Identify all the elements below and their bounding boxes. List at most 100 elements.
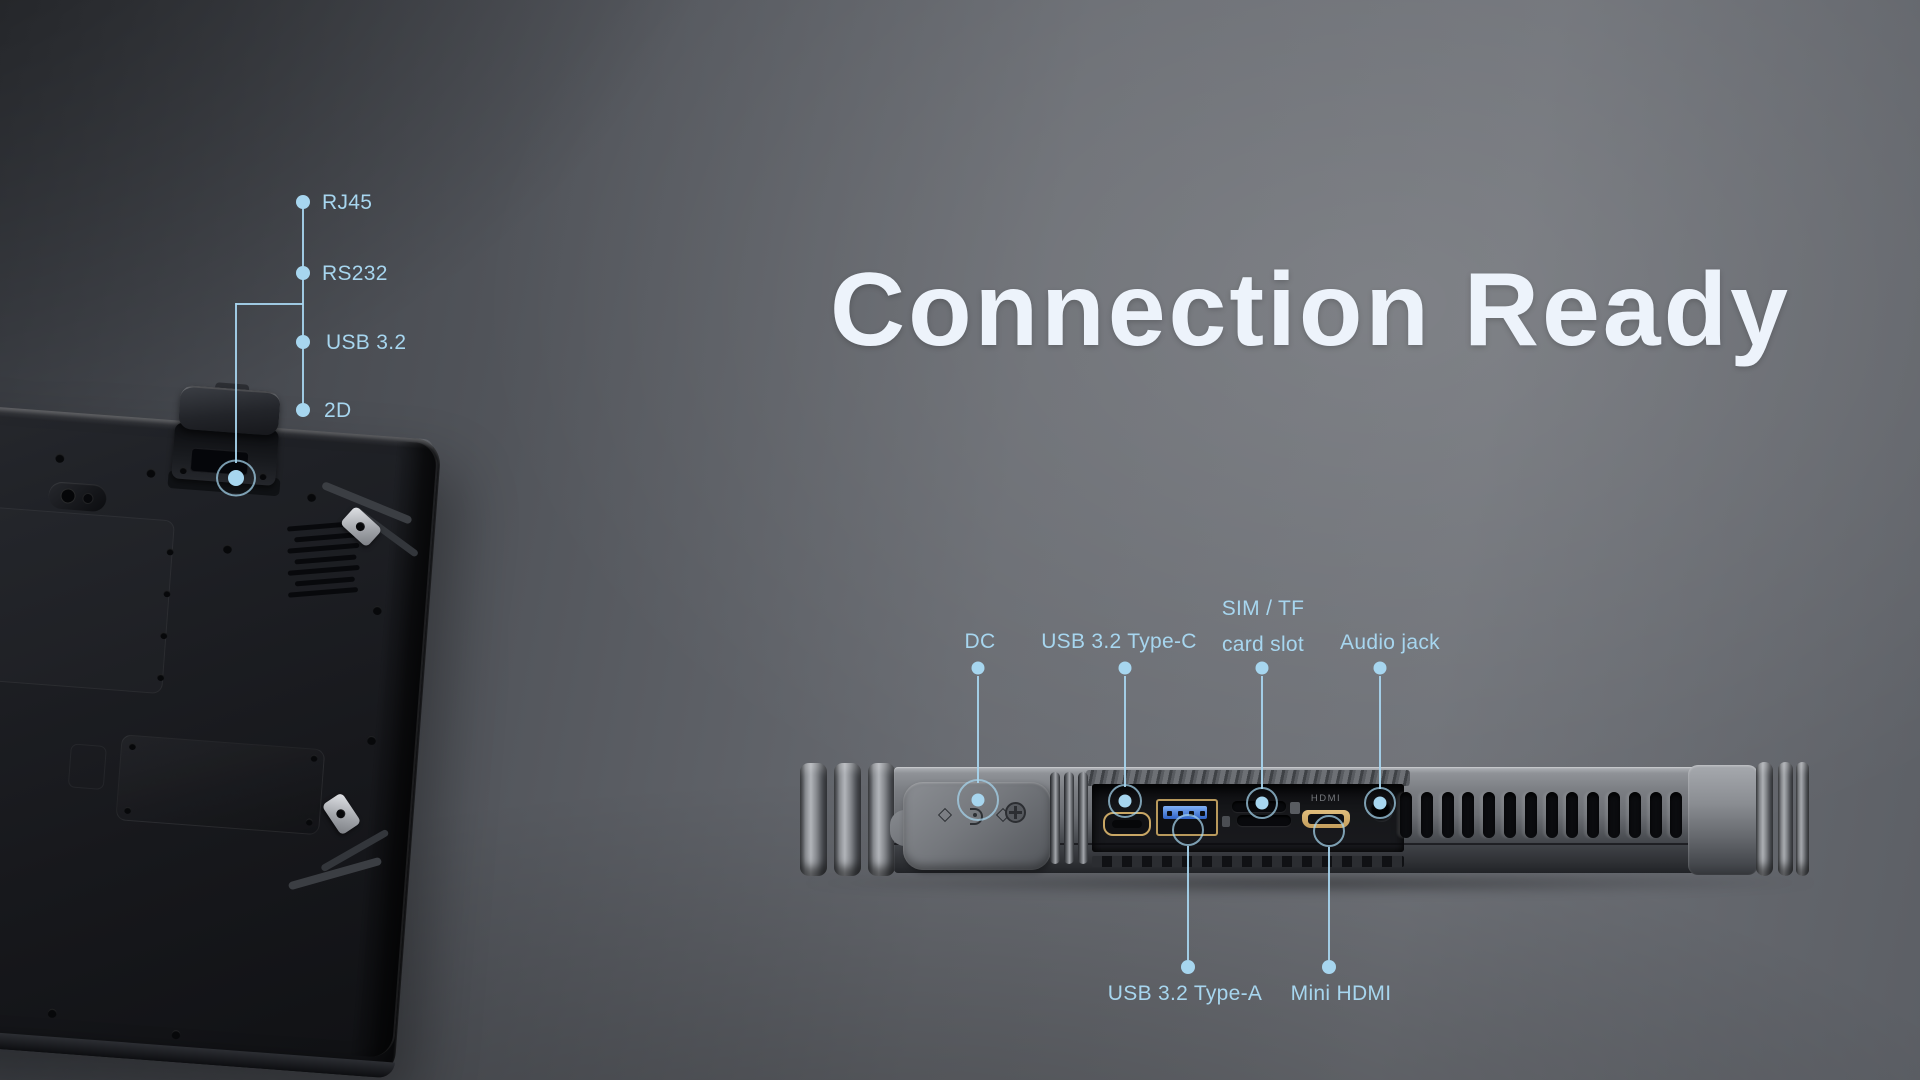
vent-line bbox=[294, 576, 355, 587]
vent-slot bbox=[1649, 792, 1662, 838]
mini-hdmi-label: Mini HDMI bbox=[1290, 982, 1392, 1005]
callout-dot bbox=[1255, 661, 1269, 675]
vent-slot bbox=[1400, 792, 1412, 838]
cover-hinge-rib bbox=[1078, 772, 1088, 864]
vent-line bbox=[294, 554, 357, 565]
callout-line bbox=[1261, 676, 1263, 789]
screw-icon bbox=[160, 631, 168, 640]
callout-dot bbox=[971, 661, 985, 675]
callout-ring bbox=[1364, 787, 1396, 819]
bumper-rib bbox=[800, 763, 827, 876]
vent-grille bbox=[1400, 790, 1690, 840]
callout-dot bbox=[296, 266, 310, 280]
hdmi-engraving: HDMI bbox=[1310, 793, 1342, 804]
usb-pin bbox=[1189, 811, 1194, 816]
screw-icon bbox=[1005, 802, 1026, 823]
callout-dot bbox=[1322, 960, 1336, 974]
screw-icon bbox=[55, 453, 65, 464]
vent-line bbox=[287, 587, 359, 598]
callout-dot bbox=[971, 793, 985, 807]
bumper-rib bbox=[1796, 762, 1809, 876]
usb-pin bbox=[1200, 811, 1205, 816]
vent-slot bbox=[1587, 792, 1600, 838]
page-title: Connection Ready bbox=[830, 252, 1791, 368]
small-access-door bbox=[67, 743, 107, 790]
callout-dot bbox=[296, 195, 310, 209]
tablet-bottom-edge bbox=[0, 1004, 396, 1079]
callout-dot bbox=[296, 335, 310, 349]
callout-line bbox=[235, 303, 237, 463]
tf-card-slot bbox=[1237, 815, 1291, 826]
vent-slot bbox=[1524, 792, 1537, 838]
vent-slot bbox=[1441, 792, 1454, 838]
callout-ring bbox=[1313, 815, 1345, 847]
vent-line bbox=[287, 564, 360, 576]
screw-icon bbox=[372, 605, 383, 616]
callout-dot bbox=[1373, 661, 1387, 675]
diamond-icon bbox=[937, 807, 953, 823]
callout-line bbox=[1328, 847, 1330, 960]
vent-slot bbox=[1462, 792, 1475, 838]
screw-icon bbox=[354, 520, 367, 533]
knurled-strip bbox=[1086, 770, 1410, 786]
tablet-shadow bbox=[790, 872, 1830, 894]
callout-dot bbox=[296, 403, 310, 417]
screw-icon bbox=[259, 472, 267, 481]
sim-icon bbox=[1290, 802, 1300, 814]
vent-slot bbox=[1566, 792, 1579, 838]
screw-icon bbox=[334, 807, 348, 820]
callout-line bbox=[1187, 846, 1189, 960]
callout-line bbox=[1379, 676, 1381, 789]
corner-clip bbox=[339, 505, 383, 548]
usb32-label: USB 3.2 bbox=[326, 331, 407, 354]
callout-dot bbox=[1255, 796, 1269, 810]
rear-camera bbox=[47, 481, 108, 513]
screw-icon bbox=[163, 589, 171, 598]
rj45-label: RJ45 bbox=[322, 191, 373, 214]
vent-line bbox=[287, 542, 360, 554]
vent-slot bbox=[1628, 792, 1641, 838]
screw-icon bbox=[166, 548, 174, 556]
screw-icon bbox=[171, 1029, 181, 1040]
camera-lens-icon bbox=[60, 487, 77, 505]
callout-line bbox=[236, 303, 303, 305]
screw-icon bbox=[146, 468, 156, 478]
callout-line bbox=[977, 676, 979, 783]
usb-c-label: USB 3.2 Type-C bbox=[1041, 630, 1197, 653]
screw-icon bbox=[179, 466, 188, 475]
bumper-rib bbox=[1778, 762, 1793, 876]
usb-pin bbox=[1178, 811, 1183, 816]
rs232-label: RS232 bbox=[322, 262, 388, 285]
scanner-flip-cover bbox=[177, 384, 281, 437]
callout-dot bbox=[1181, 960, 1195, 974]
vent-slot bbox=[1545, 792, 1558, 838]
corner-clip bbox=[321, 792, 362, 836]
cover-hinge-rib bbox=[1050, 772, 1060, 864]
battery-panel bbox=[115, 734, 326, 836]
callout-ring bbox=[1246, 787, 1278, 819]
vent-slot bbox=[1483, 792, 1496, 838]
bumper-rib bbox=[1756, 762, 1773, 876]
camera-flash-icon bbox=[82, 492, 94, 505]
callout-ring bbox=[216, 459, 256, 497]
vent-slot bbox=[1608, 792, 1620, 838]
edge-end-cap bbox=[1688, 765, 1758, 875]
callout-ring bbox=[1108, 784, 1142, 818]
tablet-bottom-edge-figure: HDMI bbox=[800, 762, 1812, 880]
callout-ring bbox=[1172, 814, 1204, 846]
cover-hinge-rib bbox=[1064, 772, 1074, 864]
screw-icon bbox=[156, 673, 165, 682]
access-panel bbox=[0, 493, 176, 695]
bumper-rib bbox=[834, 763, 861, 876]
screw-icon bbox=[47, 1008, 58, 1019]
callout-dot bbox=[1118, 661, 1132, 675]
dc-label: DC bbox=[964, 630, 996, 653]
edge-seam bbox=[894, 843, 1722, 845]
callout-dot bbox=[1118, 794, 1132, 808]
callout-line bbox=[1124, 676, 1126, 787]
vent-slot bbox=[1420, 792, 1433, 838]
callout-ring bbox=[957, 779, 999, 821]
vent-slot bbox=[1670, 792, 1683, 838]
vent-line bbox=[294, 532, 357, 543]
